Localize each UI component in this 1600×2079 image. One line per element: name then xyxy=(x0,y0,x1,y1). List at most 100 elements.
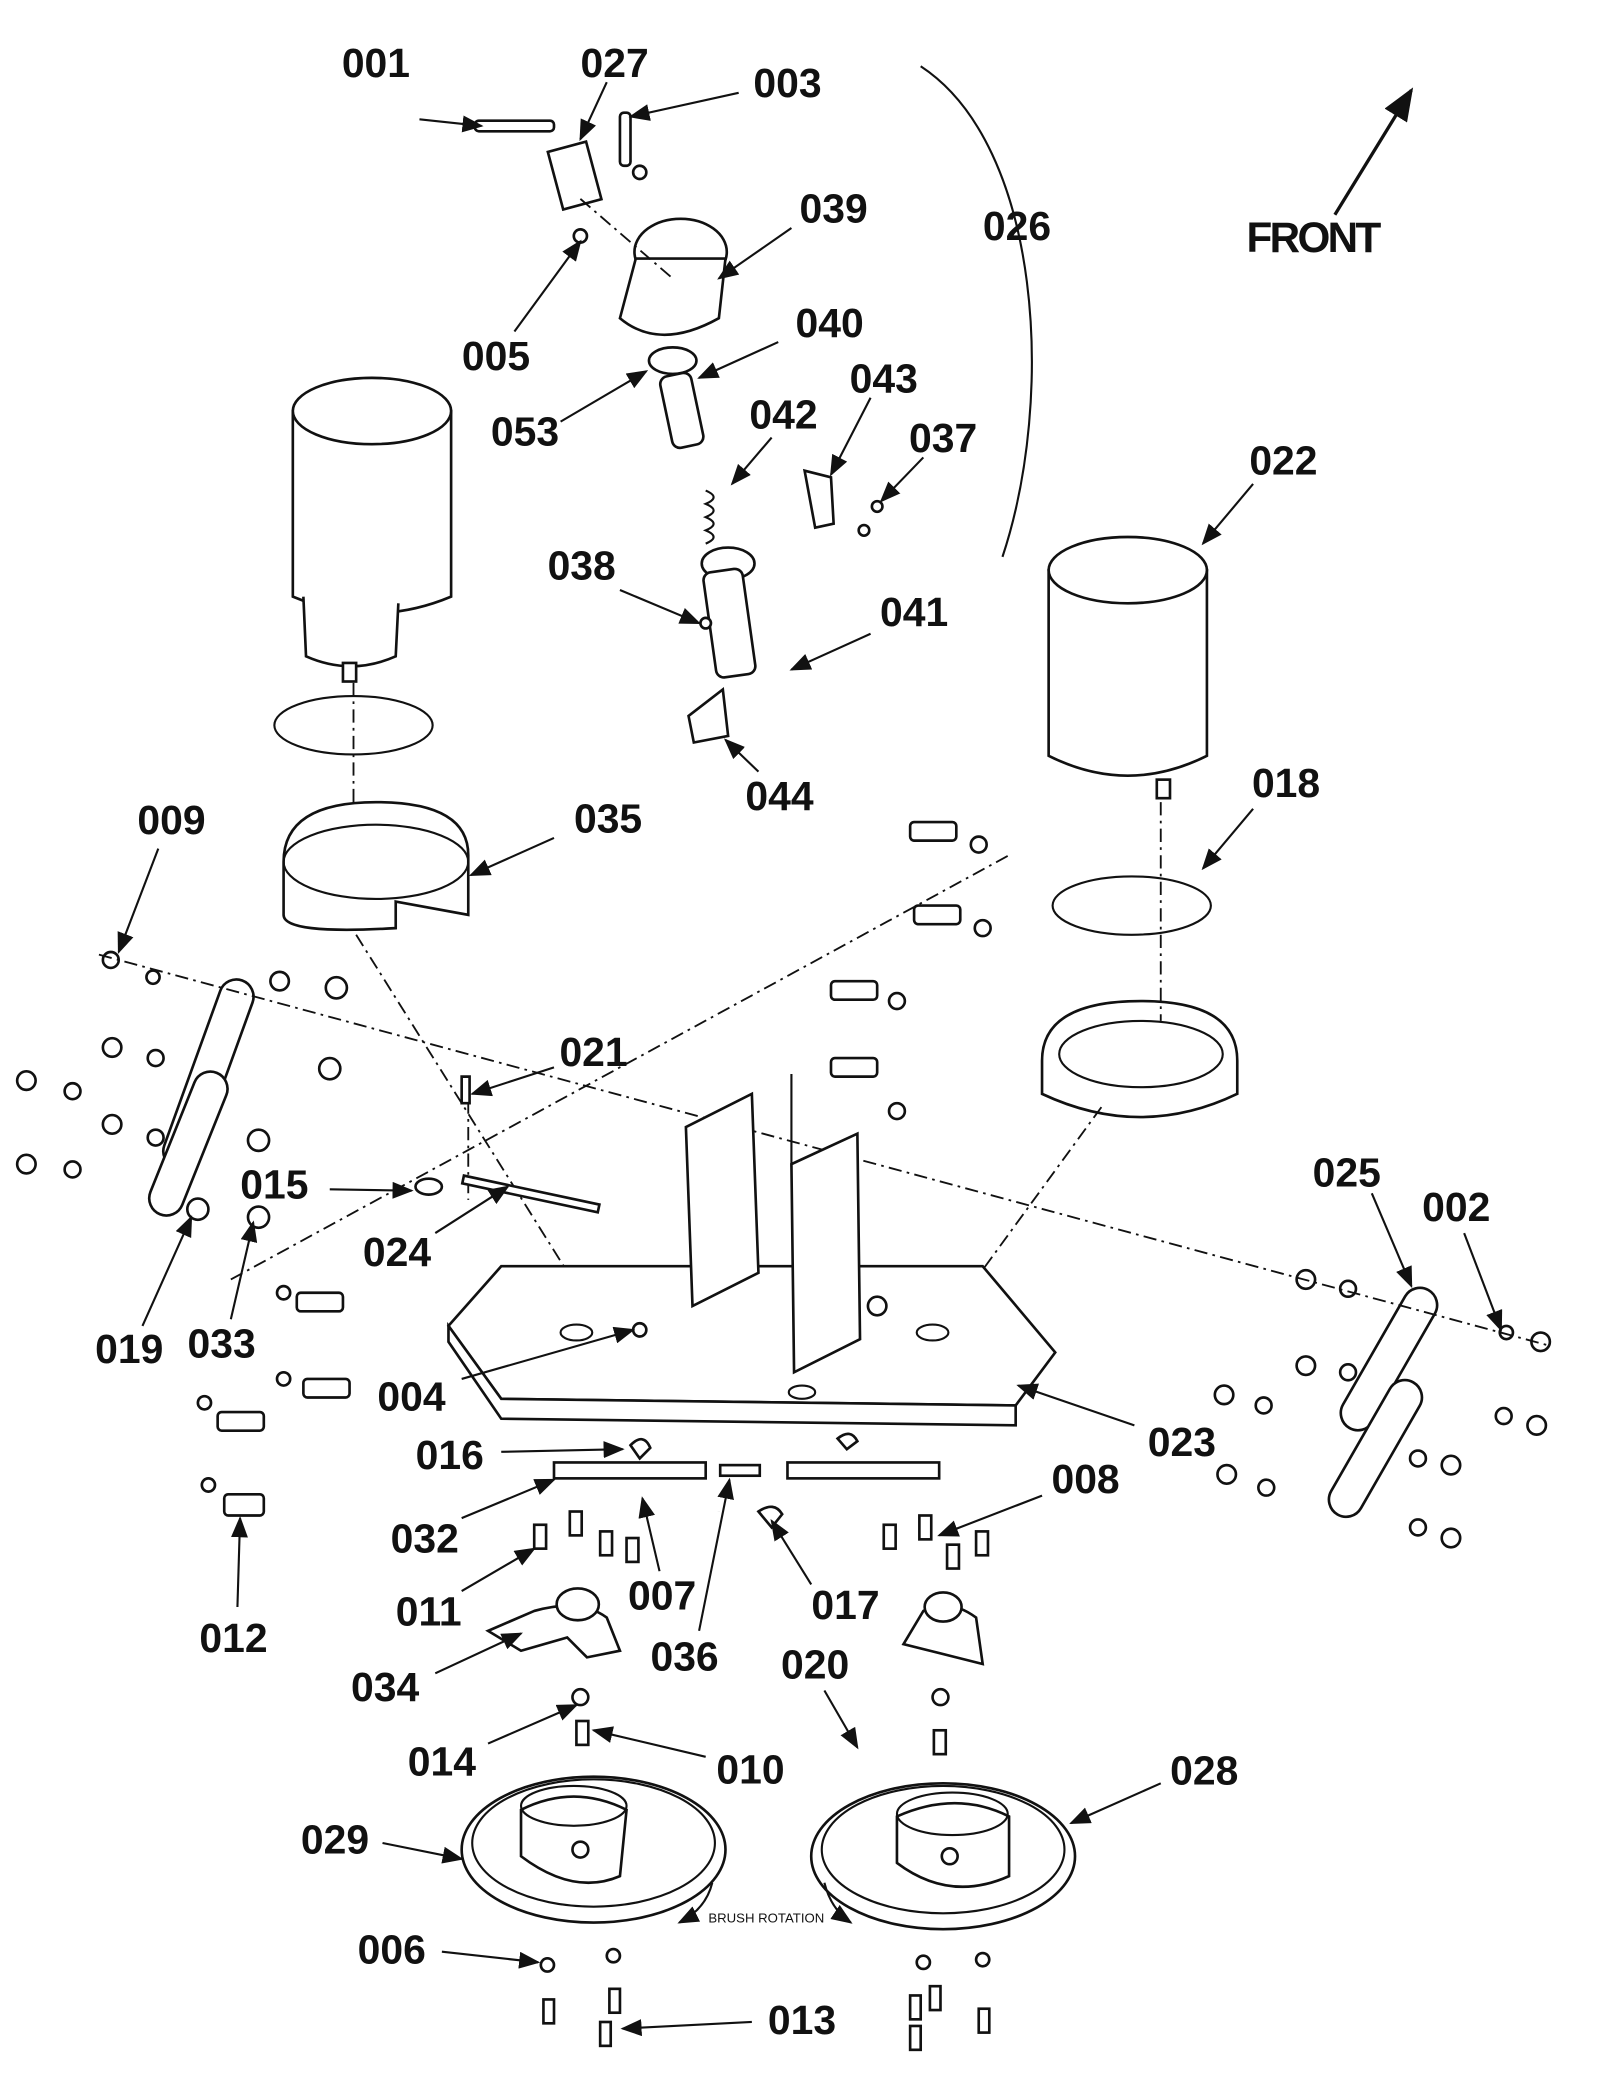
leader-arrow xyxy=(730,436,773,486)
callout-024: 024 xyxy=(363,1185,510,1275)
part-number-label: 028 xyxy=(1170,1748,1238,1794)
callout-029: 029 xyxy=(301,1817,464,1864)
leader-arrow xyxy=(560,370,649,423)
leader-arrow xyxy=(1201,808,1254,871)
callout-034: 034 xyxy=(351,1632,523,1710)
part-number-label: 018 xyxy=(1252,760,1320,806)
part-number-label: 043 xyxy=(850,355,918,401)
leader-arrow xyxy=(382,1841,464,1864)
left-linkage xyxy=(15,950,351,1517)
part-number-label: 053 xyxy=(491,408,559,454)
part-number-label: 015 xyxy=(240,1162,308,1208)
callout-025: 025 xyxy=(1313,1150,1413,1289)
leader-arrow xyxy=(419,115,484,133)
part-number-label: 002 xyxy=(1422,1184,1490,1230)
leader-arrow xyxy=(830,397,872,477)
front-arrow-icon xyxy=(1333,87,1414,216)
leader-arrow xyxy=(434,1632,523,1675)
part-number-label: 044 xyxy=(745,773,813,819)
part-number-label: 005 xyxy=(462,333,530,379)
part-number-label: 013 xyxy=(768,1997,836,2043)
leader-arrow xyxy=(1463,1232,1503,1332)
leader-arrow xyxy=(1201,483,1254,546)
part-number-label: 040 xyxy=(796,300,864,346)
part-number-label: 020 xyxy=(781,1641,849,1687)
leader-arrow xyxy=(620,2019,752,2037)
callout-008: 008 xyxy=(937,1456,1120,1537)
part-number-label: 036 xyxy=(650,1634,718,1680)
callout-053: 053 xyxy=(491,370,649,455)
leader-arrow xyxy=(461,1478,556,1520)
part-number-label: 038 xyxy=(548,542,616,588)
leader-arrow xyxy=(117,848,160,954)
right-linkage xyxy=(829,820,1552,1549)
leader-arrow xyxy=(329,1181,414,1199)
right-brush-plate xyxy=(809,1782,1077,1931)
callout-016: 016 xyxy=(416,1432,625,1478)
callout-038: 038 xyxy=(548,542,702,625)
leader-arrow xyxy=(619,589,702,625)
leader-arrow xyxy=(470,1066,555,1097)
callout-012: 012 xyxy=(199,1516,268,1661)
leader-arrow xyxy=(879,456,925,503)
callout-005: 005 xyxy=(462,239,582,379)
part-number-label: 026 xyxy=(983,203,1051,249)
callout-044: 044 xyxy=(723,738,814,819)
part-number-label: 042 xyxy=(749,391,817,437)
callout-035: 035 xyxy=(468,796,642,877)
rotation-arrow-right-icon xyxy=(823,1882,853,1924)
leader-arrow xyxy=(501,1441,625,1459)
callout-015: 015 xyxy=(240,1162,414,1208)
leader-arrow xyxy=(638,1496,661,1572)
callout-043: 043 xyxy=(830,355,918,477)
leader-arrow xyxy=(789,632,872,671)
leader-arrow xyxy=(579,81,608,142)
callout-009: 009 xyxy=(117,797,206,954)
leader-arrow xyxy=(823,1689,859,1750)
callout-002: 002 xyxy=(1422,1184,1503,1332)
callout-023: 023 xyxy=(1016,1383,1216,1465)
callout-007: 007 xyxy=(628,1496,696,1619)
leader-arrow xyxy=(487,1704,579,1745)
callout-011: 011 xyxy=(396,1547,537,1635)
leader-arrow xyxy=(461,1547,537,1592)
callout-018: 018 xyxy=(1201,760,1320,871)
callout-032: 032 xyxy=(391,1478,556,1562)
leader-arrow xyxy=(591,1726,706,1758)
callout-006: 006 xyxy=(358,1927,541,1973)
part-number-label: 006 xyxy=(358,1927,426,1973)
part-number-label: 025 xyxy=(1313,1150,1381,1196)
callout-040: 040 xyxy=(697,300,864,379)
leader-arrow xyxy=(697,341,779,379)
callout-039: 039 xyxy=(717,186,868,280)
callout-003: 003 xyxy=(628,60,822,121)
part-number-label: 021 xyxy=(559,1029,627,1075)
right-motor xyxy=(352,535,1239,1119)
callout-027: 027 xyxy=(579,40,649,142)
leader-arrow xyxy=(513,239,582,333)
leader-arrow xyxy=(628,91,739,121)
left-motor xyxy=(273,376,470,932)
part-number-label: 004 xyxy=(377,1374,445,1420)
leader-arrow xyxy=(229,1220,258,1320)
callout-026: 026 xyxy=(983,203,1051,249)
pin xyxy=(460,1174,601,1214)
part-number-label: 029 xyxy=(301,1817,369,1863)
leader-arrow xyxy=(723,738,760,773)
bottom-screws xyxy=(539,1947,991,2052)
leader-arrow xyxy=(141,1215,193,1327)
part-number-label: 009 xyxy=(137,797,205,843)
callout-010: 010 xyxy=(591,1726,785,1792)
part-number-label: 023 xyxy=(1148,1419,1216,1465)
callout-004: 004 xyxy=(377,1326,636,1420)
under-plate-parts xyxy=(485,1432,990,1831)
part-number-label: 010 xyxy=(716,1746,784,1792)
leader-arrow xyxy=(1016,1383,1135,1427)
left-brush-plate xyxy=(460,1775,727,1924)
callout-037: 037 xyxy=(879,415,977,503)
leader-arrow xyxy=(1370,1192,1413,1289)
part-number-label: 022 xyxy=(1249,438,1317,484)
callout-014: 014 xyxy=(408,1704,579,1784)
leader-arrow xyxy=(434,1185,510,1234)
